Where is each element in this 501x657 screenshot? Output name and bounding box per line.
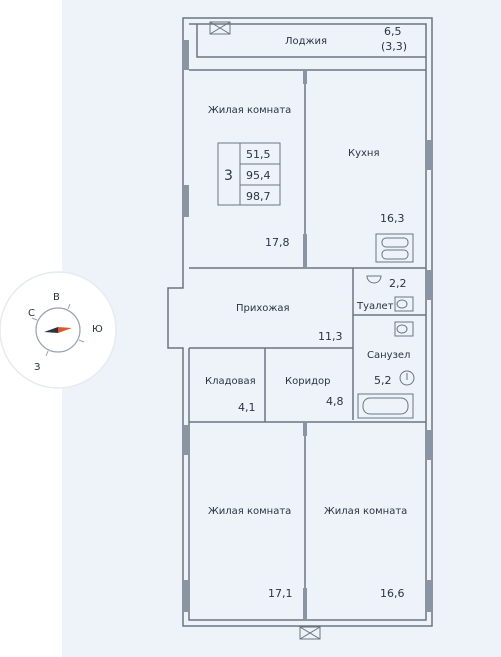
toilet-icon [394,296,414,312]
kitchen-label: Кухня [348,148,380,159]
living1-label: Жилая комната [208,105,291,116]
plan-background [62,0,501,657]
living3-area: 16,6 [380,587,405,600]
loggia-wall [196,24,426,58]
storage-area: 4,1 [238,401,256,414]
bathtub-icon [357,393,414,419]
kitchen-area: 16,3 [380,212,405,225]
compass-ring [35,307,81,353]
compass-north: С [28,308,35,319]
north-arrow-icon [44,327,58,333]
total-with-loggia: 98,7 [246,190,271,203]
hallway-label: Прихожая [236,303,290,314]
rooms-count: 3 [224,168,233,184]
loggia-area-extra: (3,3) [381,40,407,53]
loggia-label: Лоджия [285,36,327,47]
living2-area: 17,1 [268,587,293,600]
corridor-label: Коридор [285,376,330,387]
vents [209,21,321,640]
compass-west: З [34,362,40,373]
living-area: 51,5 [246,148,271,161]
living3-label: Жилая комната [324,506,407,517]
inner-outer-wall [188,23,427,621]
living2-label: Жилая комната [208,506,291,517]
toilet-area: 2,2 [389,277,407,290]
storage-label: Кладовая [205,376,256,387]
outer-wall [167,17,433,627]
bathroom-label: Санузел [367,350,410,361]
total-area: 95,4 [246,169,271,182]
living1-area: 17,8 [265,236,290,249]
stove-icon [375,233,414,263]
walls [167,17,433,627]
bath-toilet-icon [394,321,414,337]
bathroom-area: 5,2 [374,374,392,387]
sink-icon [366,275,382,284]
hallway-area: 11,3 [318,330,343,343]
toilet-label: Туалет [356,301,394,312]
washbasin-icon [399,370,415,386]
area-summary: 3 51,5 95,4 98,7 [217,142,281,206]
loggia-area: 6,5 [384,25,402,38]
compass-east: В [53,292,60,303]
compass-south: Ю [92,324,103,335]
compass: С В Ю З [0,271,117,389]
south-arrow-icon [58,327,72,333]
corridor-area: 4,8 [326,395,344,408]
windows [183,40,432,620]
